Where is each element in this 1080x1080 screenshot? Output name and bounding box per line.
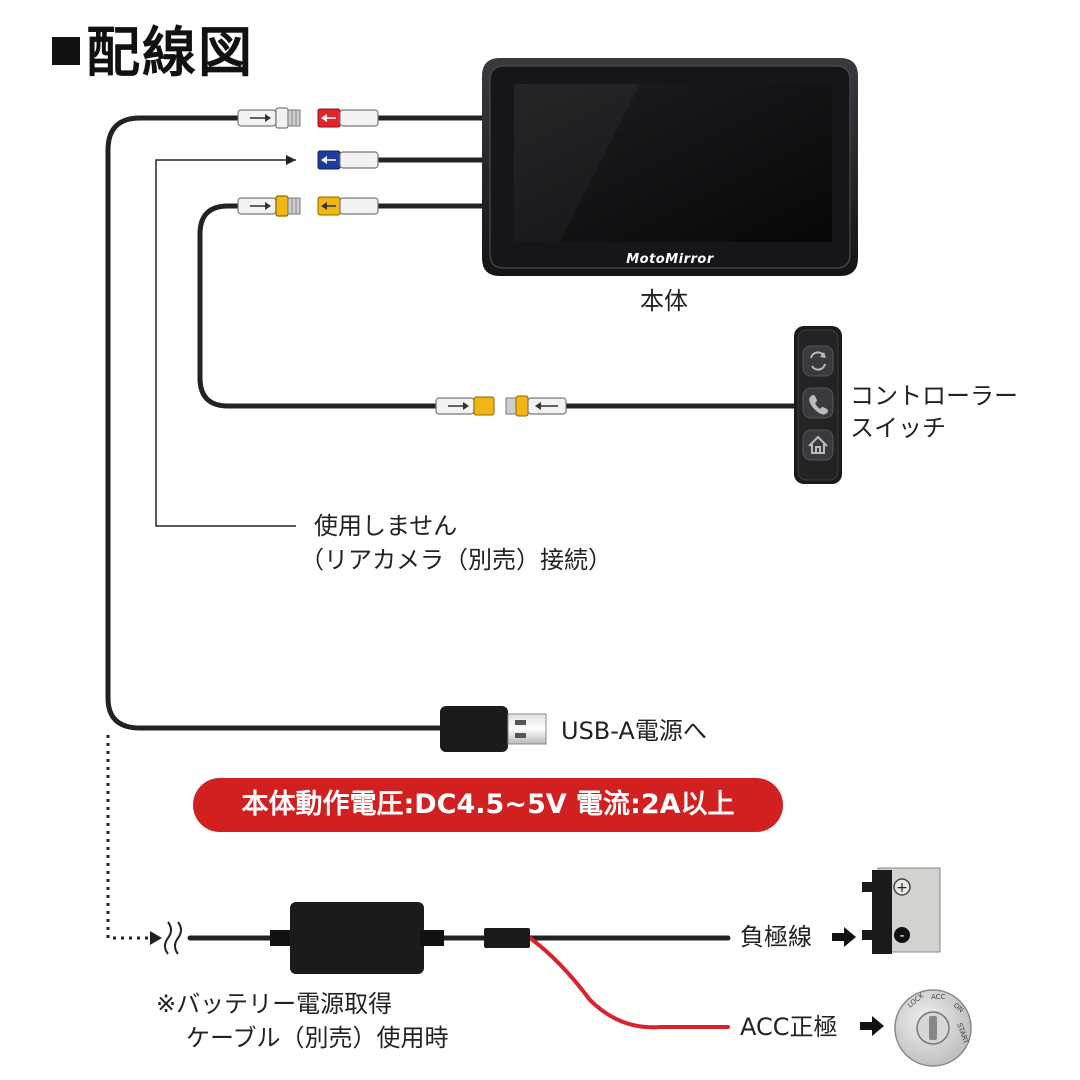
rca-connector-controller-female [435,396,495,416]
controller-label-line2: スイッチ [850,414,946,442]
dotted-arrow-head [150,931,162,945]
device-logo: MotoMirror [626,252,715,267]
negative-wire-label: 負極線 [740,923,812,951]
wire-acc-positive [528,936,730,1030]
rca-connector-red [317,108,379,128]
phone-icon [809,395,828,415]
device-screen [514,84,832,242]
battery-icon: + - [862,867,941,954]
battery-plus-terminal [893,878,911,896]
home-icon [808,435,828,454]
wire-rear-camera [155,159,296,527]
battery-plus-symbol: + [896,880,908,896]
controller-label-line1: コントローラー [850,382,1018,410]
rca-connector-white-male-1 [237,107,301,129]
spec-banner: 本体動作電圧:DC4.5~5V 電流:2A以上 [193,778,783,832]
rca-connector-controller-male [505,395,567,417]
title-bullet [52,37,80,65]
controller-button-phone [802,387,834,419]
controller-switch [794,326,842,484]
page-title: 配線図 [52,8,254,87]
ignition-acc-label: ACC [931,993,946,1001]
wire-yellow-controller [197,203,439,409]
rear-camera-note-line1: 使用しません [314,512,458,540]
battery-cable-note-line1: ※バッテリー電源取得 [156,990,393,1018]
negative-arrow-icon [832,927,856,947]
battery-minus-terminal [894,927,910,943]
controller-button-refresh [802,345,834,377]
wire-power-usb [105,115,443,731]
main-unit-device: MotoMirror [482,58,858,276]
usb-label: USB-A電源へ [561,717,707,745]
acc-positive-label: ACC正極 [740,1013,838,1041]
rca-connector-white-male-3 [237,195,301,217]
acc-arrow-icon [860,1016,884,1036]
cable-break-mark [164,921,182,955]
rear-camera-arrow [286,155,296,165]
battery-minus-symbol: - [899,928,904,944]
controller-button-home [802,429,834,461]
battery-converter-box [270,902,530,974]
battery-cable-note-line2: ケーブル（別売）使用時 [186,1024,449,1052]
title-text: 配線図 [86,20,254,84]
rca-connector-yellow [317,196,379,216]
rca-connector-blue [317,150,379,170]
usb-a-connector [440,706,547,752]
ignition-key-icon: LOCK ACC ON START [894,989,972,1067]
main-unit-label: 本体 [640,287,688,315]
rear-camera-note-line2: （リアカメラ（別売）接続） [300,546,612,574]
wire-dotted-link [106,735,148,940]
